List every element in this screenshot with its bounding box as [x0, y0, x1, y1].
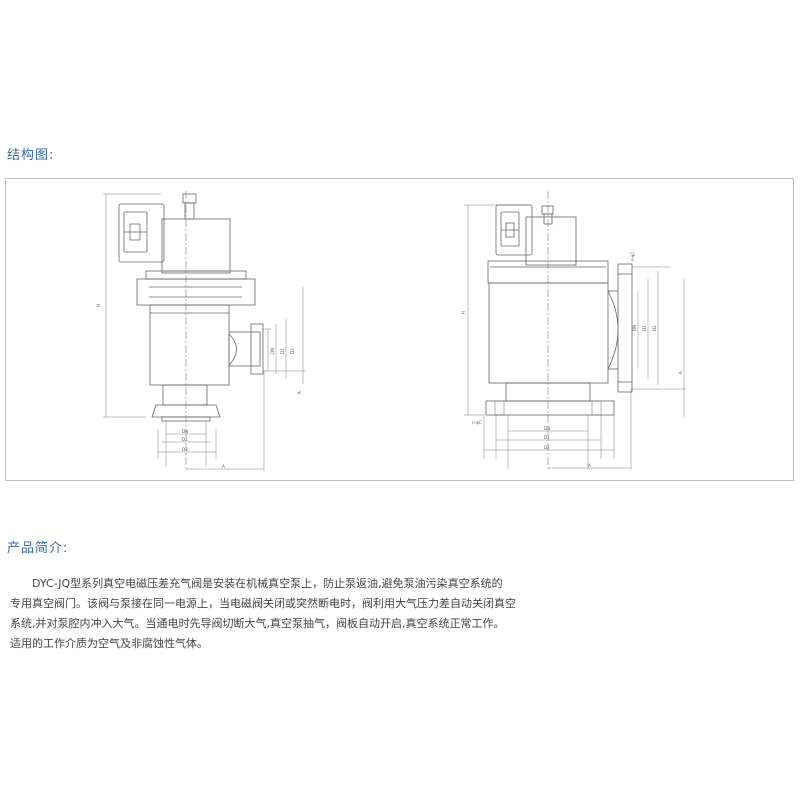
intro-line: 适用的工作介质为空气及非腐蚀性气体。	[10, 637, 208, 650]
right-a-bottom-label: A	[588, 463, 591, 468]
right-dn-bottom-label: DN	[544, 426, 550, 431]
structure-drawing-frame: H DN D1 D2 A DN D1 D2 A H DN D1 D2 A DN …	[5, 178, 794, 481]
structure-heading: 结构图:	[7, 148, 55, 163]
left-d1-bottom-label: D1	[182, 437, 188, 442]
right-dn-top-label: DN	[632, 325, 637, 331]
right-d2-bottom-label: D2	[544, 445, 550, 450]
intro-heading: 产品简介:	[7, 541, 69, 556]
left-dn-top-label: DN	[270, 348, 275, 354]
left-height-label: H	[96, 304, 101, 307]
right-dimension-labels: H DN D1 D2 A DN D1 D2 A n-φC n-φC	[461, 251, 683, 468]
left-dn-bottom-label: DN	[182, 429, 188, 434]
right-flange-bottom-label: n-φC	[472, 420, 482, 425]
right-d1-top-label: D1	[642, 325, 647, 331]
left-a-bottom-label: A	[222, 464, 225, 469]
right-flange-top-label: n-φC	[630, 251, 635, 261]
right-height-label: H	[461, 311, 466, 314]
left-d2-bottom-label: D2	[182, 447, 188, 452]
left-a-right-label: A	[297, 391, 302, 394]
intro-line: DYC-JQ型系列真空电磁压差充气阀是安装在机械真空泵上，防止泵返油,避免泵油污…	[32, 577, 503, 590]
left-dimension-labels: H DN D1 D2 A DN D1 D2 A	[96, 304, 302, 469]
right-a-right-label: A	[678, 371, 683, 374]
left-valve-drawing	[103, 191, 306, 471]
left-d2-top-label: D2	[290, 348, 295, 354]
structure-drawing: H DN D1 D2 A DN D1 D2 A H DN D1 D2 A DN …	[96, 191, 686, 471]
intro-line: 系统,并对泵腔内冲入大气。当通电时先导阀切断大气,真空泵抽气，阀板自动开启,真空…	[10, 617, 505, 630]
left-d1-top-label: D1	[280, 348, 285, 354]
intro-paragraph: DYC-JQ型系列真空电磁压差充气阀是安装在机械真空泵上，防止泵返油,避免泵油污…	[10, 574, 600, 654]
right-d2-top-label: D2	[652, 325, 657, 331]
intro-line: 专用真空阀门。该阀与泵接在同一电源上，当电磁阀关闭或突然断电时，阀利用大气压力差…	[10, 597, 516, 610]
right-d1-bottom-label: D1	[544, 435, 550, 440]
right-valve-drawing	[464, 191, 686, 470]
